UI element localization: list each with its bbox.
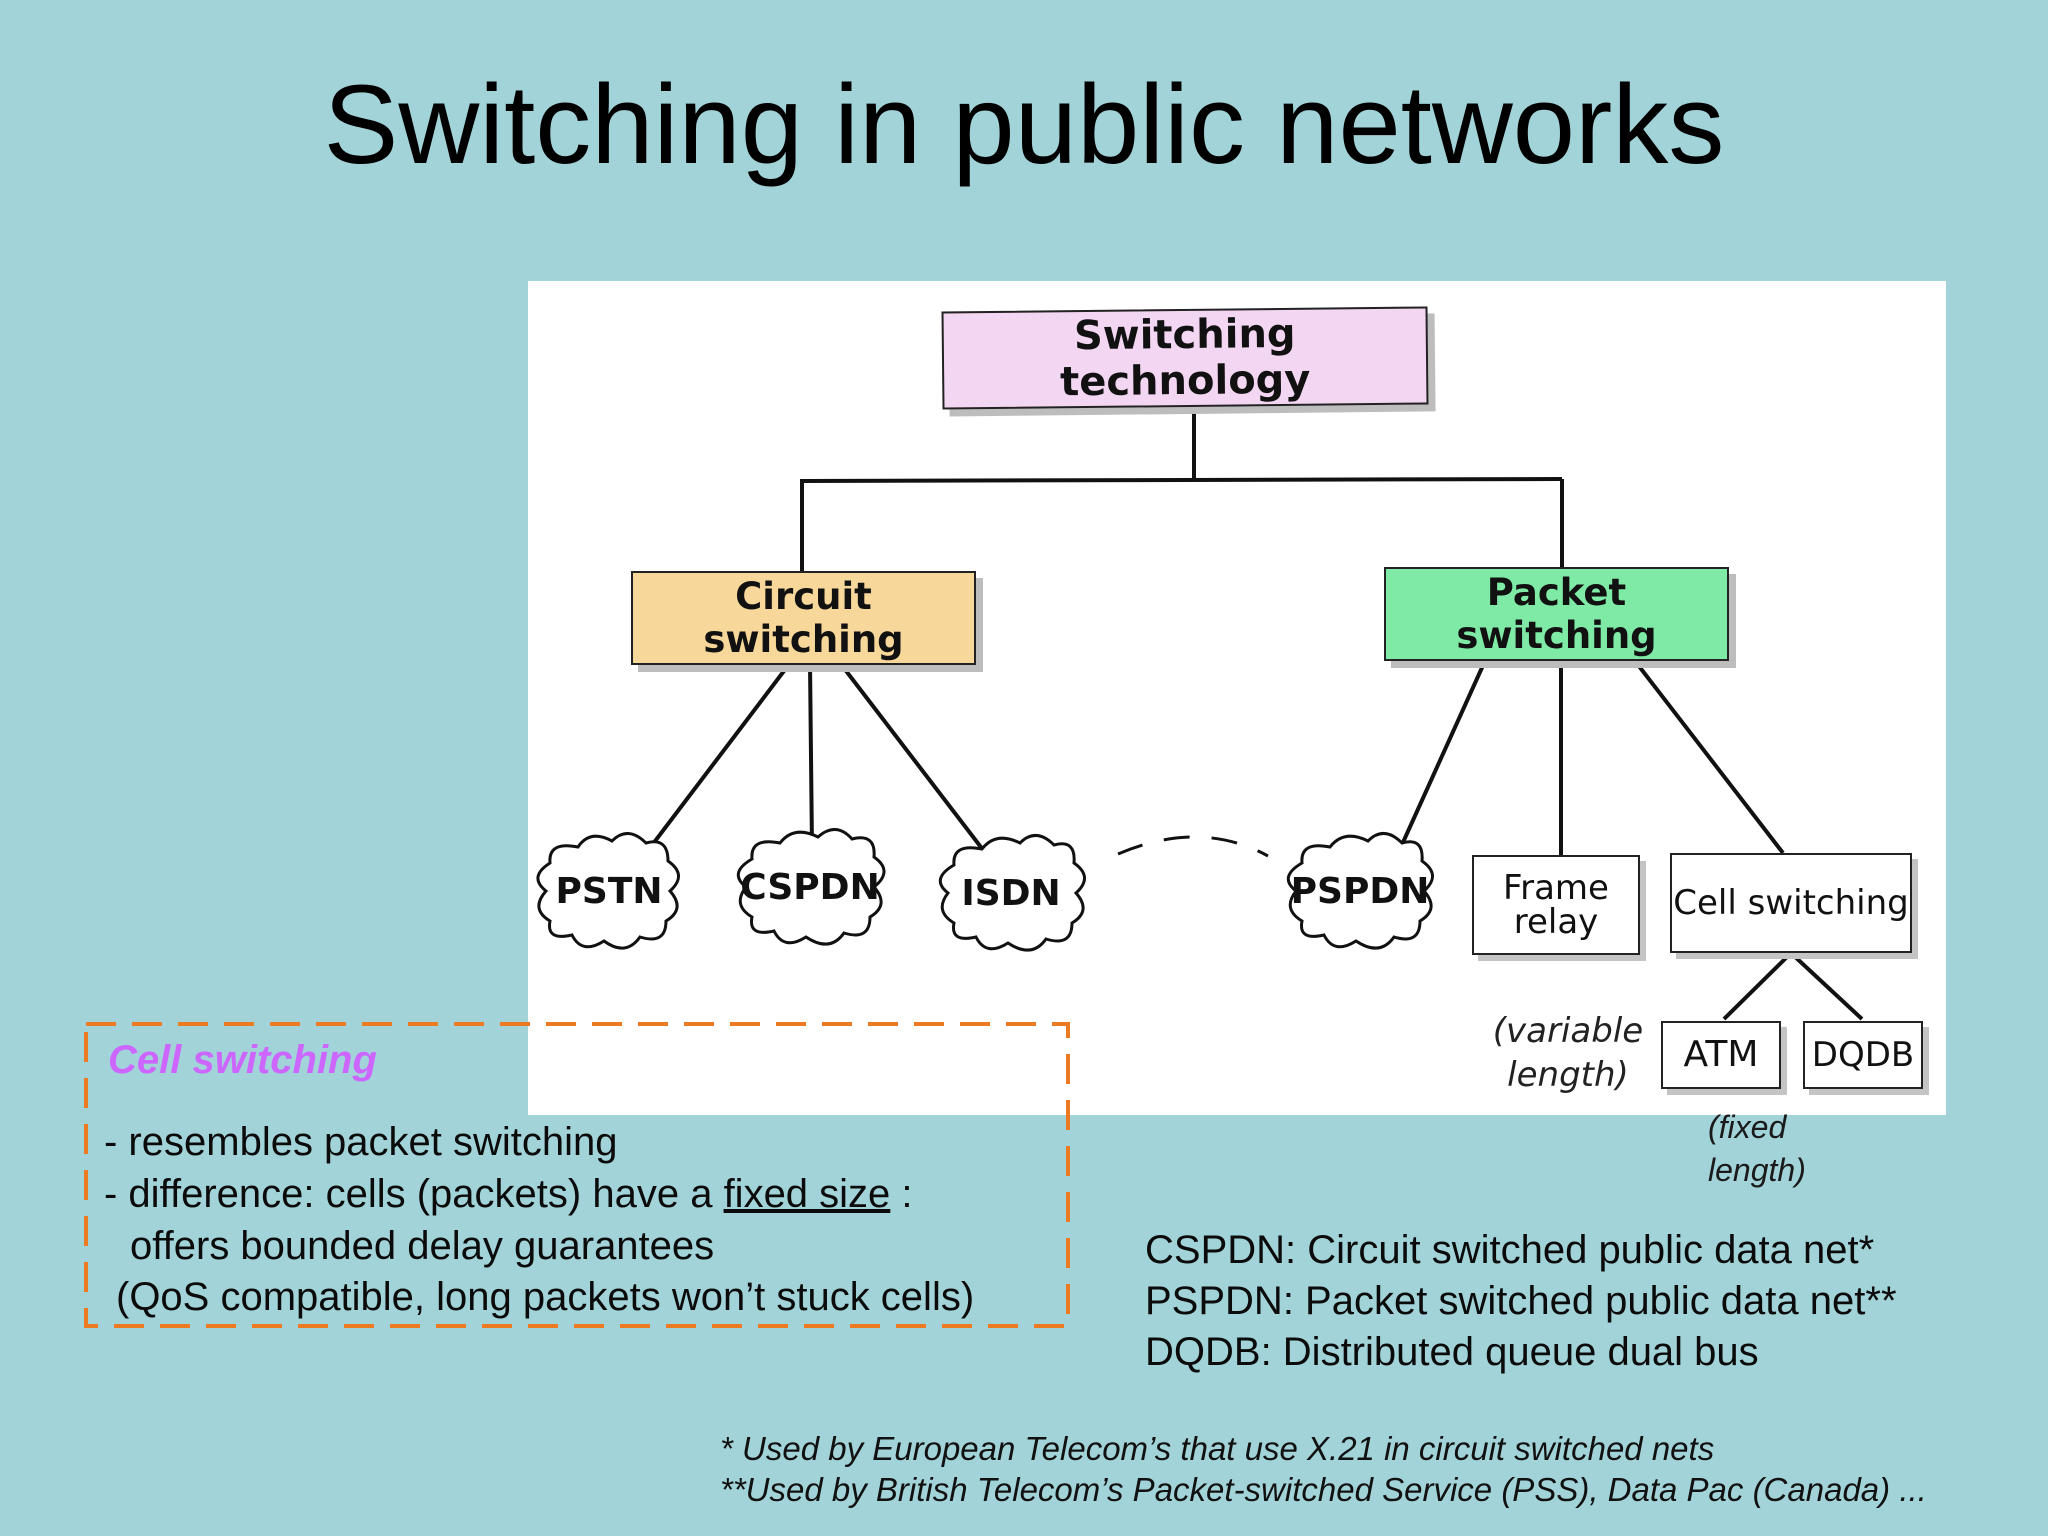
callout-line-2: - difference: cells (packets) have a fix… (104, 1168, 913, 1220)
atm-label: ATM (1683, 1034, 1759, 1075)
packet-switching-node: Packet switching (1384, 567, 1729, 661)
callout-line-2-post: : (890, 1172, 913, 1216)
connector-packet-pspdn (1398, 660, 1487, 850)
slide-title: Switching in public networks (323, 62, 1725, 187)
fixed-length-line-1: (fixed (1708, 1109, 1787, 1145)
cloud-isdn (938, 834, 1086, 952)
variable-length-note: (variable length) (1478, 1009, 1658, 1097)
cell-switching-callout (84, 1022, 1070, 1328)
callout-line-3: offers bounded delay guarantees (130, 1224, 715, 1268)
cloud-cspdn (736, 828, 886, 946)
footnote-1: * Used by European Telecom’s that use X.… (720, 1430, 1715, 1467)
connector-cell-dqdb (1790, 952, 1864, 1021)
cell-switching-node-label: Cell switching (1673, 883, 1909, 923)
pstn-label: PSTN (555, 871, 663, 912)
packet-switching-label: Packet switching (1456, 571, 1657, 657)
connector-packet-cell (1633, 659, 1785, 855)
dqdb-label: DQDB (1811, 1035, 1915, 1075)
frame-relay-line-2: relay (1513, 902, 1599, 942)
connector-circuit-cspdn (808, 662, 814, 850)
variable-length-line-1: (variable (1492, 1011, 1644, 1051)
frame-relay-node: Frame relay (1472, 855, 1640, 955)
callout-title: Cell switching (108, 1038, 377, 1082)
connector-cell-atm (1722, 952, 1792, 1021)
callout-line-4: (QoS compatible, long packets won’t stuc… (116, 1275, 975, 1319)
tree-lines (638, 406, 1864, 1021)
circuit-switching-label: Circuit switching (703, 575, 904, 661)
connector-circuit-pstn (638, 661, 792, 863)
cloud-pstn (536, 832, 680, 950)
callout-dashed-border (84, 1022, 1070, 1328)
footnote-2: **Used by British Telecom’s Packet-switc… (720, 1471, 1927, 1508)
fixed-length-line-2: length) (1708, 1152, 1806, 1188)
callout-line-1: - resembles packet switching (104, 1120, 618, 1164)
circuit-switching-node: Circuit switching (631, 571, 976, 665)
root-node-label: Switching technology (1059, 310, 1311, 406)
cspdn-label: CSPDN (740, 867, 880, 908)
atm-node: ATM (1661, 1021, 1781, 1089)
abbr-pspdn: PSPDN: Packet switched public data net** (1145, 1279, 1897, 1323)
diagram-panel: Switching technology Circuit switching P… (528, 281, 1946, 1115)
frame-relay-line-1: Frame (1503, 868, 1609, 908)
abbr-cspdn: CSPDN: Circuit switched public data net* (1145, 1228, 1875, 1272)
isdn-label: ISDN (961, 873, 1061, 914)
diagram-connectors (536, 406, 1864, 1021)
fixed-length-note: (fixed length) (1708, 1106, 1806, 1192)
dashed-arc (1117, 835, 1269, 858)
variable-length-line-2: length) (1507, 1055, 1629, 1095)
callout-fixed-size: fixed size (723, 1172, 891, 1216)
cloud-pspdn (1286, 832, 1434, 950)
callout-line-2-pre: - difference: cells (packets) have a (104, 1172, 724, 1216)
connector-branch-bar (801, 477, 1563, 483)
abbr-dqdb: DQDB: Distributed queue dual bus (1145, 1330, 1759, 1374)
clouds (536, 828, 1434, 952)
connector-circuit-isdn (838, 661, 992, 861)
dqdb-node: DQDB (1803, 1021, 1923, 1089)
pspdn-label: PSPDN (1290, 871, 1430, 912)
cell-switching-node: Cell switching (1670, 853, 1912, 953)
root-node: Switching technology (941, 306, 1429, 410)
